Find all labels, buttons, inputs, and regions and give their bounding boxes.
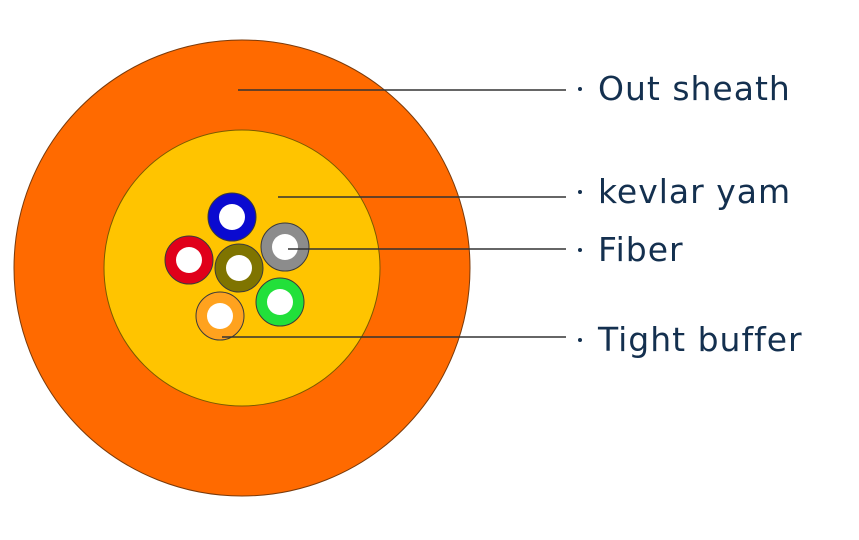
label-out-sheath: Out sheath: [578, 69, 791, 109]
bullet-dot: [578, 86, 582, 91]
bullet-dot: [578, 337, 582, 342]
fiber-blue: [207, 192, 257, 242]
fiber-orange: [195, 291, 245, 341]
fiber-green: [255, 277, 305, 327]
label-text: kevlar yam: [598, 172, 792, 211]
label-tight-buffer: Tight buffer: [578, 320, 803, 360]
bullet-dot: [578, 189, 582, 194]
fiber-olive: [214, 243, 264, 293]
bullet-dot: [578, 247, 582, 252]
fiber-gray: [260, 222, 310, 272]
label-text: Tight buffer: [598, 320, 803, 359]
label-text: Out sheath: [598, 69, 791, 108]
label-fiber: Fiber: [578, 230, 684, 270]
label-kevlar-yam: kevlar yam: [578, 172, 791, 212]
label-text: Fiber: [598, 230, 684, 269]
fiber-red: [164, 235, 214, 285]
